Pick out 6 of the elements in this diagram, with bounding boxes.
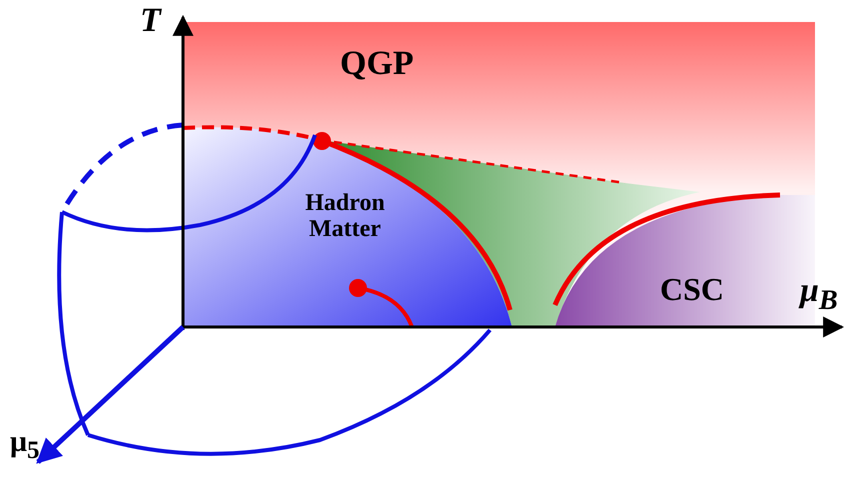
- region-label: QGP: [340, 45, 414, 82]
- region-label: CSC: [660, 272, 724, 308]
- axis-label: μ$_{B}$: [800, 272, 838, 316]
- region-label: Hadron Matter: [304, 190, 386, 243]
- axis-label: T: [140, 2, 161, 40]
- axis-label: μ$_{5}$: [10, 425, 40, 464]
